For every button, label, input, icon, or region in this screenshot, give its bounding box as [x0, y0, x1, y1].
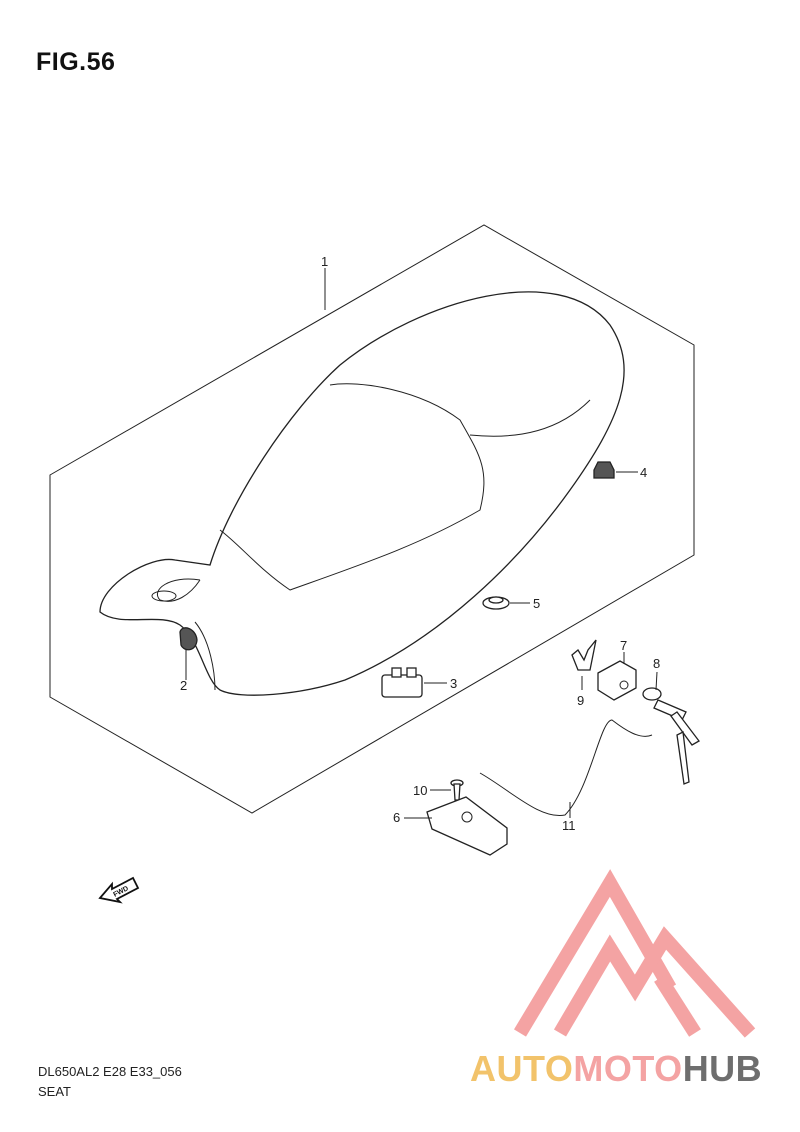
callout-6: 6 [393, 810, 400, 825]
section-name: SEAT [38, 1084, 71, 1099]
lock-set-part-8 [642, 687, 700, 785]
cushion-part-3 [381, 667, 423, 698]
automotohub-logo-icon [513, 869, 756, 1038]
callout-9: 9 [577, 693, 584, 708]
callout-2: 2 [180, 678, 187, 693]
figure-title: FIG.56 [36, 48, 116, 76]
callout-10: 10 [413, 783, 427, 798]
callout-8: 8 [653, 656, 660, 671]
cable-part-11 [479, 719, 653, 817]
callout-11: 11 [562, 818, 576, 833]
fwd-arrow-icon: FWD [98, 876, 140, 904]
seat-lock-part-6 [426, 796, 508, 856]
cushion-part-4 [593, 461, 615, 479]
assembly-frame [49, 224, 695, 814]
callout-5: 5 [533, 596, 540, 611]
model-code: DL650AL2 E28 E33_056 [38, 1064, 182, 1079]
nut-part-5 [482, 596, 510, 610]
callout-1: 1 [321, 254, 328, 269]
brand-part-hub: HUB [682, 1048, 763, 1089]
brand-part-moto: MOTO [573, 1048, 683, 1089]
clip-part-9 [571, 639, 597, 671]
cushion-part-2 [179, 627, 198, 651]
seat-part [99, 291, 625, 696]
callout-4: 4 [640, 465, 647, 480]
callout-7: 7 [620, 638, 627, 653]
bracket-part-7 [597, 660, 637, 701]
screw-part-10 [450, 779, 464, 801]
callout-3: 3 [450, 676, 457, 691]
brand-part-auto: AUTO [470, 1048, 574, 1089]
brand-wordmark: AUTOMOTOHUB [470, 1048, 762, 1090]
